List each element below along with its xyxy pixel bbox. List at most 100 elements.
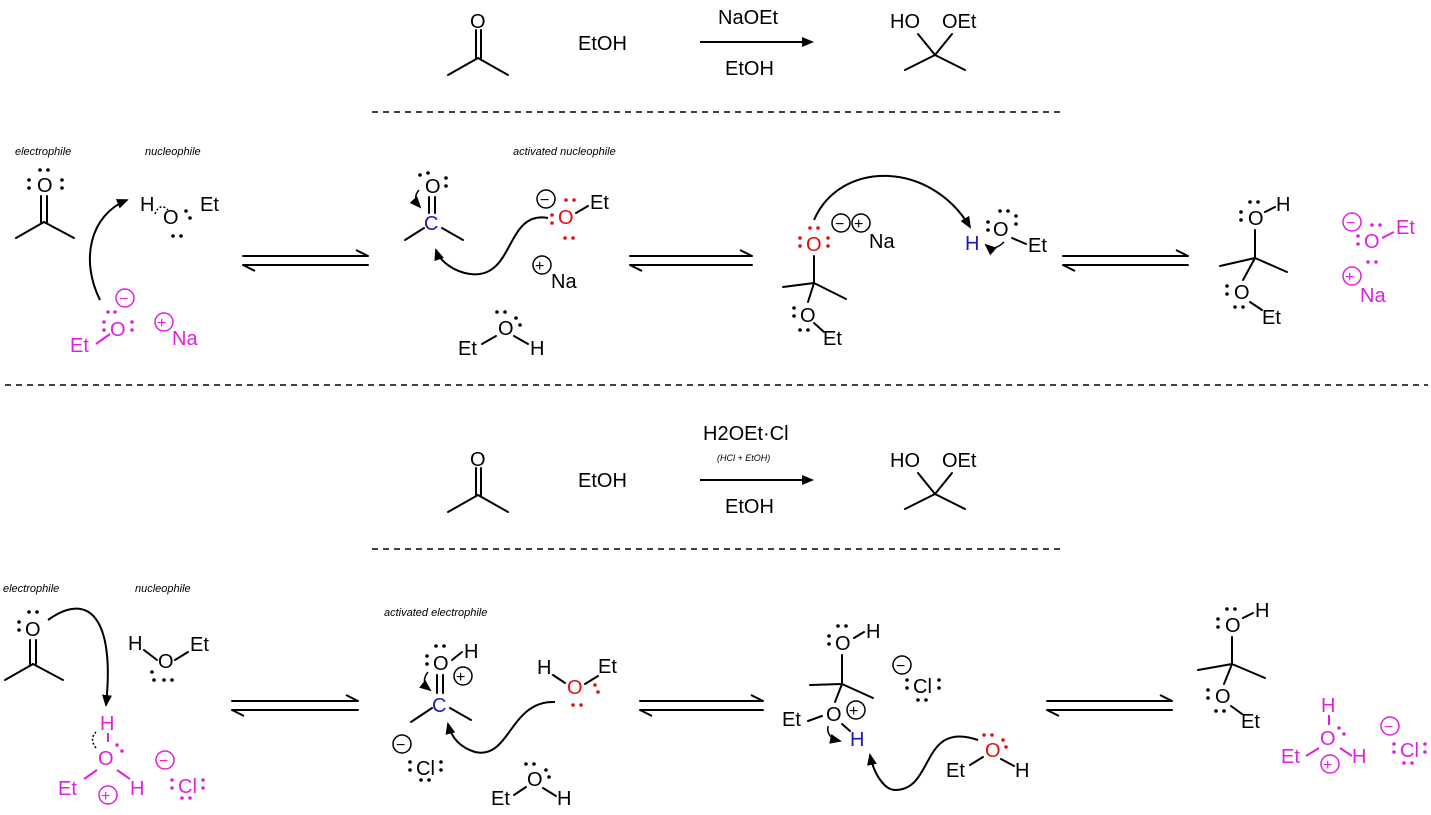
hydrogen-atom: H <box>1255 600 1269 622</box>
base-mechanism: electrophile nucleophile activated nucle… <box>15 146 1415 360</box>
oxygen-atom: O <box>1225 615 1241 637</box>
hydrogen-atom: H <box>1276 194 1290 216</box>
ethyl-group: Et <box>590 192 609 214</box>
oxonium-oxygen: O <box>98 748 114 770</box>
label-electrophile-base: electrophile <box>15 146 71 158</box>
acid-acetone: O <box>4 610 64 681</box>
oxygen-atom: O <box>527 769 543 791</box>
sodium-ion: Na <box>1360 285 1386 307</box>
arrow-deprotonation-acid <box>867 735 979 792</box>
chloride-mid: − Cl <box>392 734 443 782</box>
activated-carbonyl: O C <box>404 171 464 241</box>
product-ho: HO <box>890 450 920 472</box>
oxygen-atom: O <box>1234 282 1250 304</box>
arrow-protonation <box>47 607 113 707</box>
label-nucleophile-acid: nucleophile <box>135 583 191 595</box>
product-oet: OEt <box>942 450 977 472</box>
chloride-intermediate: − Cl <box>892 655 941 702</box>
electrophilic-carbon: C <box>432 695 446 717</box>
oxygen-atom: O <box>498 318 514 340</box>
base-ethanol: H O Et <box>140 194 219 238</box>
oxygen-atom: O <box>1215 686 1231 708</box>
spectator-ethanol: Et O H <box>458 310 544 360</box>
basic-oxygen: O <box>985 740 1001 762</box>
acidic-hydrogen: H <box>965 233 979 255</box>
oxygen-atom: O <box>993 219 1009 241</box>
sodium-ion: Na <box>551 271 577 293</box>
oxygen-atom: O <box>1248 208 1264 230</box>
ethyl-group: Et <box>70 335 89 357</box>
hydrogen-atom: H <box>537 657 551 679</box>
arrow-deprotonation <box>88 199 129 301</box>
oxygen-atom: O <box>37 175 53 197</box>
oxygen-atom: O <box>835 633 851 655</box>
ethyl-group: Et <box>58 778 77 800</box>
ethyl-group: Et <box>1262 307 1281 329</box>
acid-solvent: EtOH <box>725 496 774 518</box>
label-activated-electrophile: activated electrophile <box>384 607 487 619</box>
alkoxide-intermediate: O − + Na O Et <box>782 213 895 350</box>
equilibrium-arrows-3 <box>1062 249 1189 272</box>
chloride-ion: Cl <box>416 758 435 780</box>
oxygen-atom: O <box>25 619 41 641</box>
protonated-carbonyl: O H + C <box>410 641 478 723</box>
equilibrium-arrows-1 <box>242 249 369 272</box>
minus-charge: − <box>1346 215 1355 232</box>
ethyl-group: Et <box>458 338 477 360</box>
equilibrium-arrows-4 <box>231 694 359 717</box>
minus-charge: − <box>540 192 549 209</box>
base-hemiketal-product: HO OEt <box>890 11 977 71</box>
acetone-oxygen: O <box>470 11 486 33</box>
acid-mechanism: electrophile nucleophile activated elect… <box>3 583 1427 810</box>
ethyl-group: Et <box>598 656 617 678</box>
acidic-hydrogen: H <box>850 729 864 751</box>
hydrogen-atom: H <box>557 788 571 810</box>
oxonium-intermediate: O H O + Et H <box>782 621 880 751</box>
oxygen-atom: O <box>800 305 816 327</box>
hydrogen-atom: H <box>128 633 142 655</box>
hydrogen-atom: H <box>1352 746 1366 768</box>
ethyl-group: Et <box>1241 711 1260 733</box>
minus-charge: − <box>896 658 905 675</box>
plus-charge: + <box>456 669 465 686</box>
spectator-ethanol-acid: Et O H <box>491 762 571 810</box>
ethyl-group: Et <box>823 328 842 350</box>
base-solvent: EtOH <box>725 58 774 80</box>
acid-reactant-ethanol: EtOH <box>578 470 627 492</box>
acid-ethanol: H O Et <box>128 633 209 682</box>
ethyl-group: Et <box>946 760 965 782</box>
arrow-nucleophilic-attack <box>434 216 549 276</box>
sodium-ion: Na <box>172 328 198 350</box>
hydrogen-atom: H <box>530 338 544 360</box>
base-reactant-ethanol: EtOH <box>578 33 627 55</box>
activated-ethoxide: − O Et <box>536 189 609 240</box>
oxygen-atom: O <box>425 176 441 198</box>
base-ethanol-acid: Et O H <box>946 733 1029 782</box>
ethyloxonium: H O Et H + − Cl <box>58 713 205 805</box>
arrow-nucleophilic-attack-acid <box>445 700 556 754</box>
ethyl-group: Et <box>200 194 219 216</box>
acidic-hydrogen: H <box>100 713 114 735</box>
plus-charge: + <box>849 703 858 720</box>
base-ethoxide: Et O − + Na <box>70 288 198 357</box>
plus-charge: + <box>101 788 110 805</box>
minus-charge: − <box>119 291 128 308</box>
alkoxide-oxygen: O <box>806 234 822 256</box>
chloride-ion: Cl <box>178 776 197 798</box>
plus-charge: + <box>535 258 544 275</box>
ethyl-group: Et <box>1281 746 1300 768</box>
minus-charge: − <box>1384 719 1393 736</box>
oxygen-atom: O <box>158 651 174 673</box>
chloride-ion: Cl <box>1400 740 1419 762</box>
arrow-proton-transfer-base <box>813 174 972 229</box>
plus-charge: + <box>1323 757 1332 774</box>
hydrogen-atom: H <box>1321 695 1335 717</box>
regenerated-oxonium: H O Et H + − Cl <box>1281 695 1427 774</box>
acid-reagent-note: (HCl + EtOH) <box>717 453 770 463</box>
acid-overall-scheme: O EtOH H2OEt·Cl (HCl + EtOH) EtOH HO OEt <box>447 423 977 518</box>
regenerated-ethoxide: − O Et + Na <box>1342 212 1415 307</box>
minus-charge: − <box>835 216 844 233</box>
minus-charge: − <box>159 753 168 770</box>
